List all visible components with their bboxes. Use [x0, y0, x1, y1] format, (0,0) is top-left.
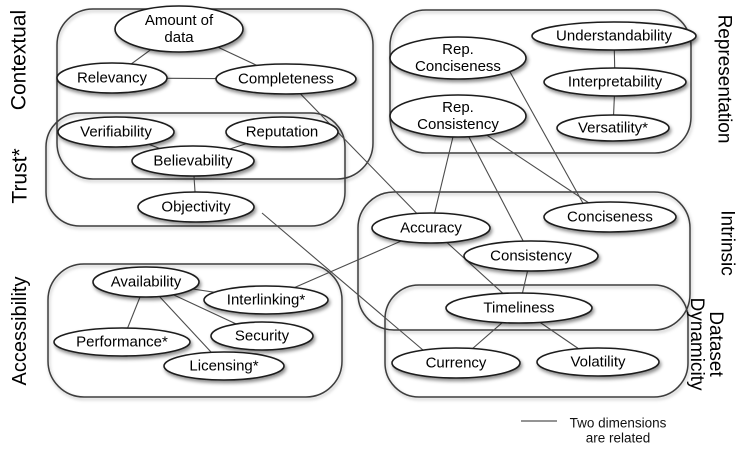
node-amount_of_data-label: Amount of [145, 12, 214, 29]
node-completeness-ellipse [215, 63, 357, 95]
node-volatility-ellipse [536, 347, 660, 377]
node-consistency-ellipse [463, 240, 599, 272]
node-amount_of_data-label: data [164, 29, 194, 46]
node-rep_consistency-label: Rep. [442, 99, 474, 116]
node-amount_of_data-ellipse [114, 5, 244, 53]
node-performance-label: Performance* [76, 334, 168, 351]
node-rep_conciseness-label: Conciseness [415, 58, 501, 75]
group-accessibility-label: Accessibility [9, 277, 31, 386]
node-consistency-label: Consistency [490, 248, 572, 265]
group-contextual-label: Contextual [8, 10, 31, 110]
node-security-label: Security [235, 328, 290, 345]
group-intrinsic-box [357, 191, 691, 331]
group-representation-label: Representation [714, 15, 735, 144]
node-conciseness-ellipse [543, 201, 677, 233]
node-believability-label: Believability [153, 153, 233, 170]
group-trust-box [45, 112, 346, 227]
node-licensing-ellipse [163, 351, 285, 381]
node-completeness-label: Completeness [238, 71, 334, 88]
group-dataset_dynamicity-label: Dynamicity [686, 298, 707, 391]
node-availability-label: Availability [111, 274, 182, 291]
node-availability-ellipse [92, 266, 200, 298]
legend-label-line1: Two dimensions [570, 416, 667, 431]
group-dataset_dynamicity-label: Dataset [705, 311, 726, 377]
group-accessibility-box [47, 263, 343, 398]
legend: Two dimensions are related [521, 416, 667, 446]
node-understandability-label: Understandability [556, 28, 672, 45]
node-volatility-label: Volatility [570, 354, 626, 371]
group-contextual-box [56, 8, 374, 180]
node-versatility-label: Versatility* [578, 120, 648, 137]
node-security-ellipse [210, 321, 314, 351]
node-versatility-ellipse [556, 114, 670, 142]
group-trust-label: Trust* [9, 148, 32, 203]
node-currency-ellipse [391, 347, 521, 379]
node-believability-ellipse [131, 145, 255, 177]
node-verifiability-ellipse [57, 116, 175, 148]
node-timeliness-ellipse [445, 292, 593, 324]
legend-label-line2: are related [586, 431, 651, 445]
edge-rep_conciseness-conciseness [509, 71, 585, 206]
node-interpretability-ellipse [543, 67, 687, 97]
node-currency-label: Currency [426, 355, 487, 372]
node-interlinking-label: Interlinking* [227, 292, 306, 309]
node-accuracy-ellipse [371, 212, 491, 244]
node-timeliness-label: Timeliness [483, 300, 554, 317]
node-interpretability-label: Interpretability [568, 74, 663, 91]
node-licensing-label: Licensing* [189, 358, 258, 375]
node-rep_conciseness-ellipse [389, 36, 527, 80]
node-understandability-ellipse [531, 21, 697, 51]
edge-objectivity-currency [261, 212, 431, 357]
group-intrinsic-label: Intrinsic [717, 210, 738, 275]
node-rep_consistency-label: Consistency [417, 116, 499, 133]
node-verifiability-label: Verifiability [80, 124, 152, 141]
edge-rep_consistency-consistency [457, 115, 532, 257]
node-conciseness-label: Conciseness [567, 209, 653, 226]
node-accuracy-label: Accuracy [400, 220, 462, 237]
node-rep_consistency-ellipse [389, 94, 527, 138]
node-reputation-label: Reputation [246, 124, 319, 141]
node-reputation-ellipse [225, 116, 339, 148]
group-dataset_dynamicity-box [384, 284, 689, 398]
node-objectivity-label: Objectivity [161, 199, 231, 216]
node-interlinking-ellipse [203, 285, 329, 315]
edge-completeness-accuracy [285, 78, 432, 229]
node-objectivity-ellipse [137, 191, 255, 223]
node-relevancy-label: Relevancy [77, 70, 148, 87]
node-performance-ellipse [53, 327, 191, 357]
node-rep_conciseness-label: Rep. [442, 41, 474, 58]
group-representation-box [389, 9, 692, 154]
node-relevancy-ellipse [56, 62, 168, 94]
